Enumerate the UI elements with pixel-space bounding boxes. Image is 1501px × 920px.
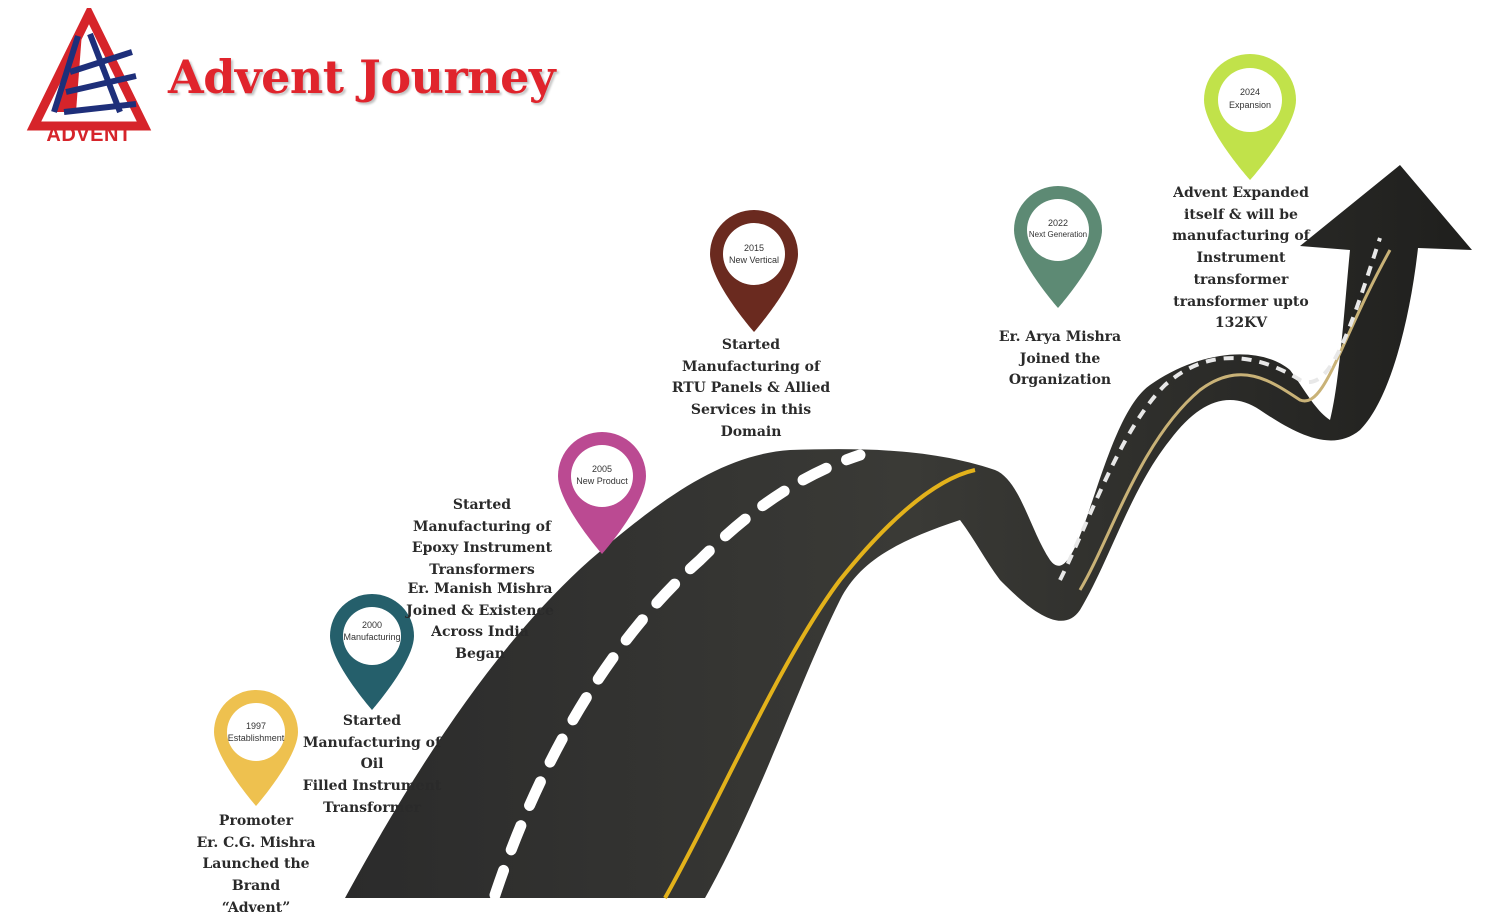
milestone-pin-2005: 2005 New Product bbox=[556, 430, 648, 556]
milestone-text-2024: Advent Expanded itself & will be manufac… bbox=[1172, 185, 1310, 332]
milestone-text-1997: Promoter Er. C.G. Mishra Launched the Br… bbox=[196, 813, 316, 916]
milestone-pin-1997: 1997 Establishment bbox=[212, 688, 300, 808]
pin-year: 2000 bbox=[361, 620, 383, 630]
pin-year: 2022 bbox=[1047, 218, 1069, 228]
pin-year: 2015 bbox=[743, 243, 765, 253]
milestone-text-2015: Started Manufacturing of RTU Panels & Al… bbox=[671, 337, 831, 440]
milestone-text-2022: Er. Arya Mishra Joined the Organization bbox=[998, 329, 1122, 389]
map-pin-icon bbox=[330, 594, 414, 710]
milestone-pin-2015: 2015 New Vertical bbox=[708, 208, 800, 334]
map-pin-icon bbox=[558, 432, 646, 554]
pin-year: 1997 bbox=[245, 721, 267, 731]
road-center-dashes bbox=[489, 449, 866, 900]
advent-logo bbox=[26, 8, 152, 131]
road-surface bbox=[345, 165, 1472, 898]
pin-year: 2005 bbox=[591, 464, 613, 474]
milestone-pin-2022: 2022 Next Generation bbox=[1012, 184, 1104, 310]
pin-tag: Next Generation bbox=[1028, 230, 1088, 239]
road-edge-line bbox=[663, 468, 976, 899]
milestone-text-manish: Er. Manish Mishra Joined & Existence Acr… bbox=[406, 581, 554, 663]
page-title: Advent Journey bbox=[168, 50, 556, 104]
pin-tag: Establishment bbox=[227, 733, 285, 743]
road-edge-line-upper bbox=[1078, 249, 1392, 591]
road-center-dashes-upper bbox=[1058, 237, 1382, 581]
logo-wordmark: ADVENT bbox=[46, 124, 132, 146]
journey-infographic: ADVENT Advent Journey 1997 Establishment bbox=[26, 8, 1472, 916]
pin-tag: New Product bbox=[576, 476, 628, 486]
pin-tag: Manufacturing bbox=[343, 632, 401, 642]
map-pin-icon bbox=[710, 210, 798, 332]
milestone-text-2000: Started Manufacturing of Oil Filled Inst… bbox=[302, 713, 442, 816]
pin-tag: New Vertical bbox=[728, 255, 780, 265]
pin-tag: Expansion bbox=[1228, 100, 1272, 110]
milestone-pin-2024: 2024 Expansion bbox=[1202, 52, 1298, 182]
milestone-text-2005: Started Manufacturing of Epoxy Instrumen… bbox=[411, 497, 553, 579]
milestone-pin-2000: 2000 Manufacturing bbox=[328, 592, 416, 712]
map-pin-icon bbox=[1204, 54, 1296, 180]
map-pin-icon bbox=[214, 690, 298, 806]
pin-year: 2024 bbox=[1239, 87, 1261, 97]
road-illustration bbox=[345, 165, 1472, 900]
map-pin-icon bbox=[1014, 186, 1102, 308]
